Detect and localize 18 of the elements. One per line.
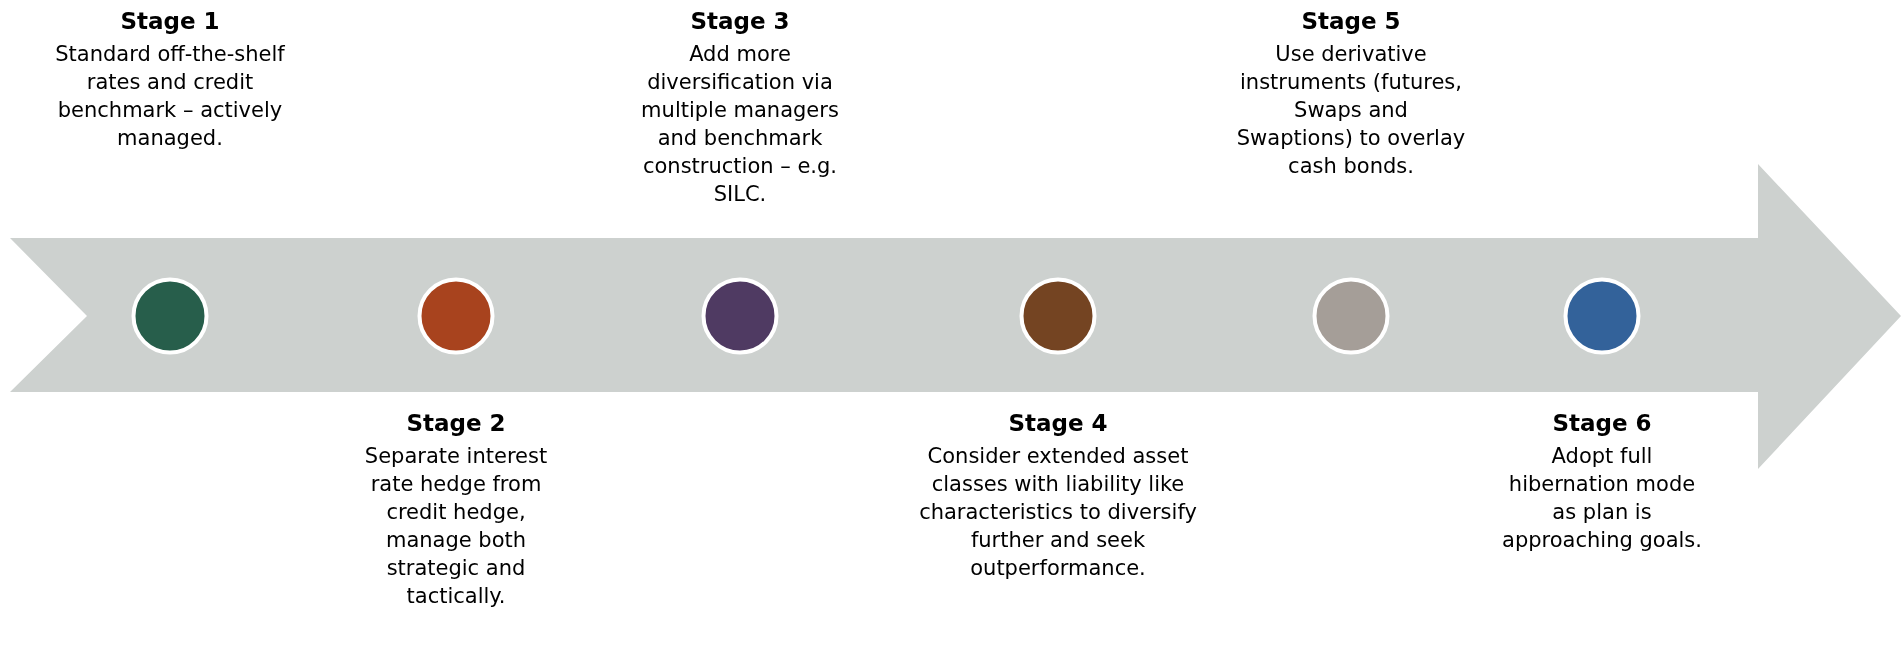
stage-circle: [1312, 277, 1390, 355]
stage-description: Add more diversification via multiple managers and benchmark construction – e.g. SILC.: [640, 41, 840, 208]
stage-circle: [1019, 277, 1097, 355]
stage-description: Adopt full hibernation mode as plan is approaching goals.: [1502, 443, 1702, 554]
stage-circle: [701, 277, 779, 355]
stage-heading: Stage 1: [119, 7, 221, 36]
stage-description: Consider extended asset classes with liability like characteristics to diversify further and seek outperformance.: [918, 443, 1198, 582]
stage-circle: [1563, 277, 1641, 355]
stage-heading: Stage 6: [1551, 409, 1653, 438]
stage-description: Separate interest rate hedge from credit hedge, manage both strategic and tactically.: [363, 443, 549, 610]
stage-heading: Stage 5: [1300, 7, 1402, 36]
stage-heading: Stage 3: [689, 7, 791, 36]
stage-circle: [131, 277, 209, 355]
stage-description: Use derivative instruments (futures, Swaps and Swaptions) to overlay cash bonds.: [1236, 41, 1466, 180]
stage-heading: Stage 2: [405, 409, 507, 438]
stage-circle: [417, 277, 495, 355]
stage-description: Standard off-the-shelf rates and credit benchmark – actively managed.: [54, 41, 286, 152]
stage-heading: Stage 4: [1007, 409, 1109, 438]
